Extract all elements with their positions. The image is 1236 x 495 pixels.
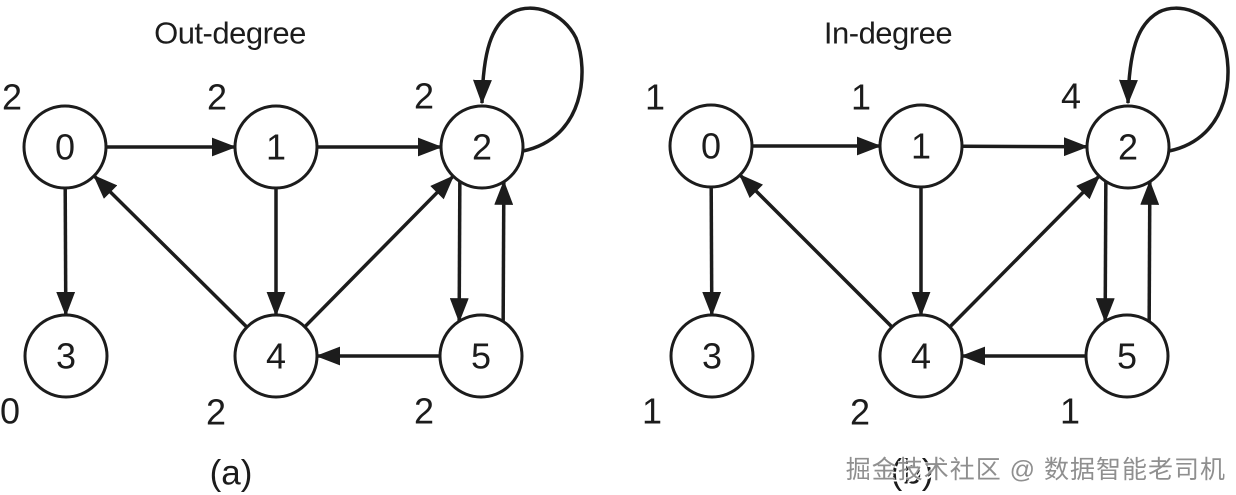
degree-label-in-degree-5: 1: [1060, 391, 1080, 432]
node-in-degree-4: [878, 313, 964, 399]
edge-out-degree-0-to-3: [56, 187, 76, 317]
node-in-degree-0: [668, 103, 754, 189]
edge-in-degree-4-to-0: [738, 173, 894, 329]
edge-in-degree-4-to-2: [948, 174, 1101, 329]
degree-label-out-degree-2: 2: [414, 76, 434, 117]
degree-label-out-degree-4: 2: [206, 392, 226, 433]
node-label-out-degree-0: 0: [55, 127, 75, 168]
degree-label-in-degree-4: 2: [850, 392, 870, 433]
node-in-degree-3: [669, 313, 755, 399]
node-out-degree-3: [23, 313, 109, 399]
degree-label-out-degree-1: 2: [207, 77, 227, 118]
node-label-out-degree-4: 4: [266, 336, 286, 377]
node-label-in-degree-5: 5: [1117, 336, 1137, 377]
node-label-in-degree-3: 3: [702, 336, 722, 377]
node-label-in-degree-2: 2: [1118, 127, 1138, 168]
node-label-in-degree-4: 4: [911, 336, 931, 377]
edge-out-degree-2-self-loop: [473, 6, 584, 153]
edge-in-degree-2-to-5: [1095, 181, 1115, 323]
edge-in-degree-0-to-3: [702, 186, 722, 317]
node-label-out-degree-1: 1: [266, 127, 286, 168]
node-out-degree-2: [439, 104, 525, 190]
edge-out-degree-5-to-2: [494, 180, 514, 322]
edge-out-degree-4-to-0: [92, 174, 249, 329]
node-in-degree-5: [1084, 313, 1170, 399]
watermark: 掘金技术社区 @ 数据智能老司机: [845, 456, 1226, 484]
degree-label-out-degree-5: 2: [414, 391, 434, 432]
edge-out-degree-2-to-5: [449, 181, 469, 323]
degree-label-in-degree-1: 1: [851, 77, 871, 118]
graph-title-in-degree: In-degree: [824, 16, 952, 51]
node-out-degree-0: [22, 104, 108, 190]
node-label-out-degree-5: 5: [471, 336, 491, 377]
node-out-degree-5: [438, 313, 524, 399]
graph-title-out-degree: Out-degree: [154, 16, 306, 51]
node-label-in-degree-0: 0: [701, 126, 721, 167]
node-out-degree-1: [233, 104, 319, 190]
node-label-in-degree-1: 1: [911, 126, 931, 167]
degree-label-out-degree-3: 0: [0, 391, 20, 432]
degree-label-in-degree-0: 1: [645, 77, 665, 118]
node-label-out-degree-2: 2: [472, 127, 492, 168]
node-in-degree-2: [1085, 104, 1171, 190]
edge-in-degree-5-to-2: [1140, 180, 1160, 322]
edge-out-degree-4-to-2: [303, 174, 455, 329]
node-out-degree-4: [233, 313, 319, 399]
node-in-degree-1: [878, 103, 964, 189]
node-label-out-degree-3: 3: [56, 336, 76, 377]
graph-caption-out-degree: (a): [210, 454, 253, 493]
degree-label-in-degree-3: 1: [642, 391, 662, 432]
edge-in-degree-2-self-loop: [1119, 6, 1230, 153]
degree-label-out-degree-0: 2: [2, 77, 22, 118]
graph-caption-in-degree: (b): [891, 453, 934, 492]
degree-label-in-degree-2: 4: [1061, 76, 1081, 117]
edge-in-degree-1-to-2: [961, 137, 1089, 157]
